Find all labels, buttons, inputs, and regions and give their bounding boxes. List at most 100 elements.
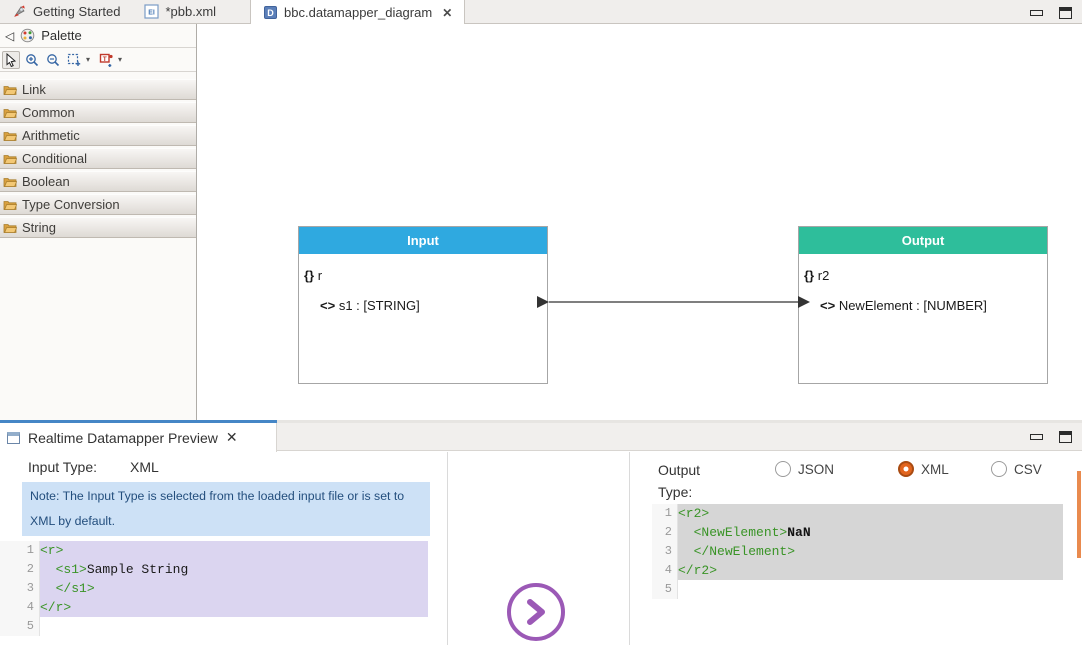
object-braces-icon: {} bbox=[804, 268, 815, 283]
input-type-row: Input Type: XML bbox=[28, 459, 447, 476]
minimize-icon[interactable] bbox=[1030, 10, 1043, 16]
rocket-icon bbox=[14, 5, 25, 17]
panel-sash[interactable] bbox=[0, 420, 1082, 423]
object-braces-icon: {} bbox=[304, 268, 315, 283]
tab-datamapper-diagram[interactable]: D bbc.datamapper_diagram ✕ bbox=[250, 0, 466, 25]
folder-icon bbox=[3, 200, 17, 210]
output-xml-code: <r2> <NewElement>NaN </NewElement></r2> bbox=[678, 504, 1063, 599]
line-number: 5 bbox=[26, 619, 34, 633]
folder-icon bbox=[3, 223, 17, 233]
code-line: <NewElement>NaN bbox=[678, 523, 1063, 542]
mapping-connection-arrow[interactable] bbox=[535, 294, 817, 310]
close-icon[interactable]: ✕ bbox=[442, 5, 453, 20]
palette-category-string[interactable]: String bbox=[0, 217, 196, 238]
marquee-tool-icon[interactable] bbox=[65, 51, 83, 69]
tab-pbb-xml[interactable]: EI *pbb.xml bbox=[132, 0, 228, 23]
marquee-dropdown-icon[interactable]: ▾ bbox=[86, 55, 91, 64]
palette-category-label: Conditional bbox=[22, 151, 88, 166]
line-number: 4 bbox=[26, 600, 34, 614]
palette-category-arithmetic[interactable]: Arithmetic bbox=[0, 125, 196, 146]
folder-icon bbox=[3, 108, 17, 118]
palette-category-label: String bbox=[22, 220, 56, 235]
radio-label[interactable]: JSON bbox=[798, 461, 835, 477]
ei-file-icon: EI bbox=[144, 4, 160, 19]
palette-category-common[interactable]: Common bbox=[0, 102, 196, 123]
minimize-icon[interactable] bbox=[1030, 434, 1043, 440]
palette-category-label: Common bbox=[22, 105, 75, 120]
editor-tab-bar: Getting Started EI *pbb.xml D bbc.datama… bbox=[0, 0, 1082, 25]
output-tree-box[interactable]: Output {} r2 <> NewElement : [NUMBER] bbox=[798, 226, 1048, 384]
tab-realtime-datamapper-preview[interactable]: Realtime Datamapper Preview ✕ bbox=[0, 423, 277, 452]
maximize-icon[interactable] bbox=[1059, 7, 1072, 19]
input-type-label: Input Type: bbox=[28, 459, 98, 475]
palette-panel: ◁ Palette bbox=[0, 24, 197, 420]
output-box-header: Output bbox=[799, 227, 1047, 254]
line-number: 2 bbox=[26, 562, 34, 576]
preview-run-section bbox=[449, 452, 630, 645]
preview-input-section: Input Type: XML Note: The Input Type is … bbox=[0, 452, 448, 645]
output-root-name: r2 bbox=[817, 268, 830, 283]
select-tool-icon[interactable] bbox=[2, 50, 20, 69]
input-xml-code[interactable]: <r> <s1>Sample String </s1></r> bbox=[40, 541, 428, 636]
radio-xml[interactable]: XML bbox=[898, 461, 949, 477]
radio-button-icon[interactable] bbox=[775, 461, 791, 477]
tab-label: Getting Started bbox=[33, 4, 121, 19]
folder-icon bbox=[3, 131, 17, 141]
diagram-canvas[interactable]: Input {} r <> s1 : [STRING] Output {} r2 bbox=[198, 24, 1082, 420]
code-line: </NewElement> bbox=[678, 542, 1063, 561]
radio-label[interactable]: XML bbox=[921, 461, 949, 477]
code-line: </s1> bbox=[40, 579, 428, 598]
input-box-header: Input bbox=[299, 227, 547, 254]
scrollbar-thumb[interactable] bbox=[1077, 471, 1081, 558]
palette-category-link[interactable]: Link bbox=[0, 79, 196, 100]
input-field-name: s1 bbox=[338, 298, 353, 313]
code-line: <r> bbox=[40, 541, 428, 560]
output-type-label: Output Type: bbox=[658, 462, 701, 500]
maximize-icon[interactable] bbox=[1059, 431, 1072, 443]
radio-csv[interactable]: CSV bbox=[991, 461, 1042, 477]
collapse-palette-icon[interactable]: ◁ bbox=[5, 28, 15, 43]
output-root-node[interactable]: {} r2 bbox=[804, 268, 1047, 283]
input-root-name: r bbox=[317, 268, 323, 283]
palette-category-type-conversion[interactable]: Type Conversion bbox=[0, 194, 196, 215]
output-field-node[interactable]: <> NewElement : [NUMBER] bbox=[820, 298, 1047, 313]
code-line: <r2> bbox=[678, 504, 1063, 523]
zoom-in-icon[interactable] bbox=[23, 51, 41, 69]
palette-category-conditional[interactable]: Conditional bbox=[0, 148, 196, 169]
input-field-node[interactable]: <> s1 : [STRING] bbox=[320, 298, 547, 313]
active-tab-accent bbox=[0, 420, 277, 423]
line-number: 3 bbox=[26, 581, 34, 595]
radio-button-icon[interactable] bbox=[898, 461, 914, 477]
zoom-out-icon[interactable] bbox=[44, 51, 62, 69]
input-tree-box[interactable]: Input {} r <> s1 : [STRING] bbox=[298, 226, 548, 384]
chevron-right-icon bbox=[527, 599, 545, 625]
note-dropdown-icon[interactable]: ▾ bbox=[118, 55, 123, 64]
input-root-node[interactable]: {} r bbox=[304, 268, 547, 283]
code-line bbox=[40, 617, 428, 636]
code-line: <s1>Sample String bbox=[40, 560, 428, 579]
note-tool-icon[interactable]: T bbox=[97, 51, 115, 69]
radio-label[interactable]: CSV bbox=[1014, 461, 1042, 477]
diagram-workspace: ◁ Palette bbox=[0, 24, 1082, 420]
svg-text:T: T bbox=[102, 56, 106, 63]
realtime-preview-panel: Realtime Datamapper Preview ✕ Input Type… bbox=[0, 420, 1082, 645]
close-icon[interactable]: ✕ bbox=[225, 429, 238, 445]
code-line: </r2> bbox=[678, 561, 1063, 580]
radio-button-icon[interactable] bbox=[991, 461, 1007, 477]
palette-category-boolean[interactable]: Boolean bbox=[0, 171, 196, 192]
view-window-icon bbox=[7, 431, 20, 444]
palette-category-label: Boolean bbox=[22, 174, 70, 189]
run-preview-button[interactable] bbox=[507, 583, 565, 641]
preview-content: Input Type: XML Note: The Input Type is … bbox=[0, 452, 1082, 645]
element-angle-icon: <> bbox=[820, 298, 836, 313]
palette-header: ◁ Palette bbox=[0, 24, 196, 48]
radio-json[interactable]: JSON bbox=[775, 461, 834, 477]
line-number: 3 bbox=[664, 544, 672, 558]
folder-icon bbox=[3, 85, 17, 95]
tab-label: *pbb.xml bbox=[165, 4, 217, 19]
tab-getting-started[interactable]: Getting Started bbox=[0, 0, 132, 23]
